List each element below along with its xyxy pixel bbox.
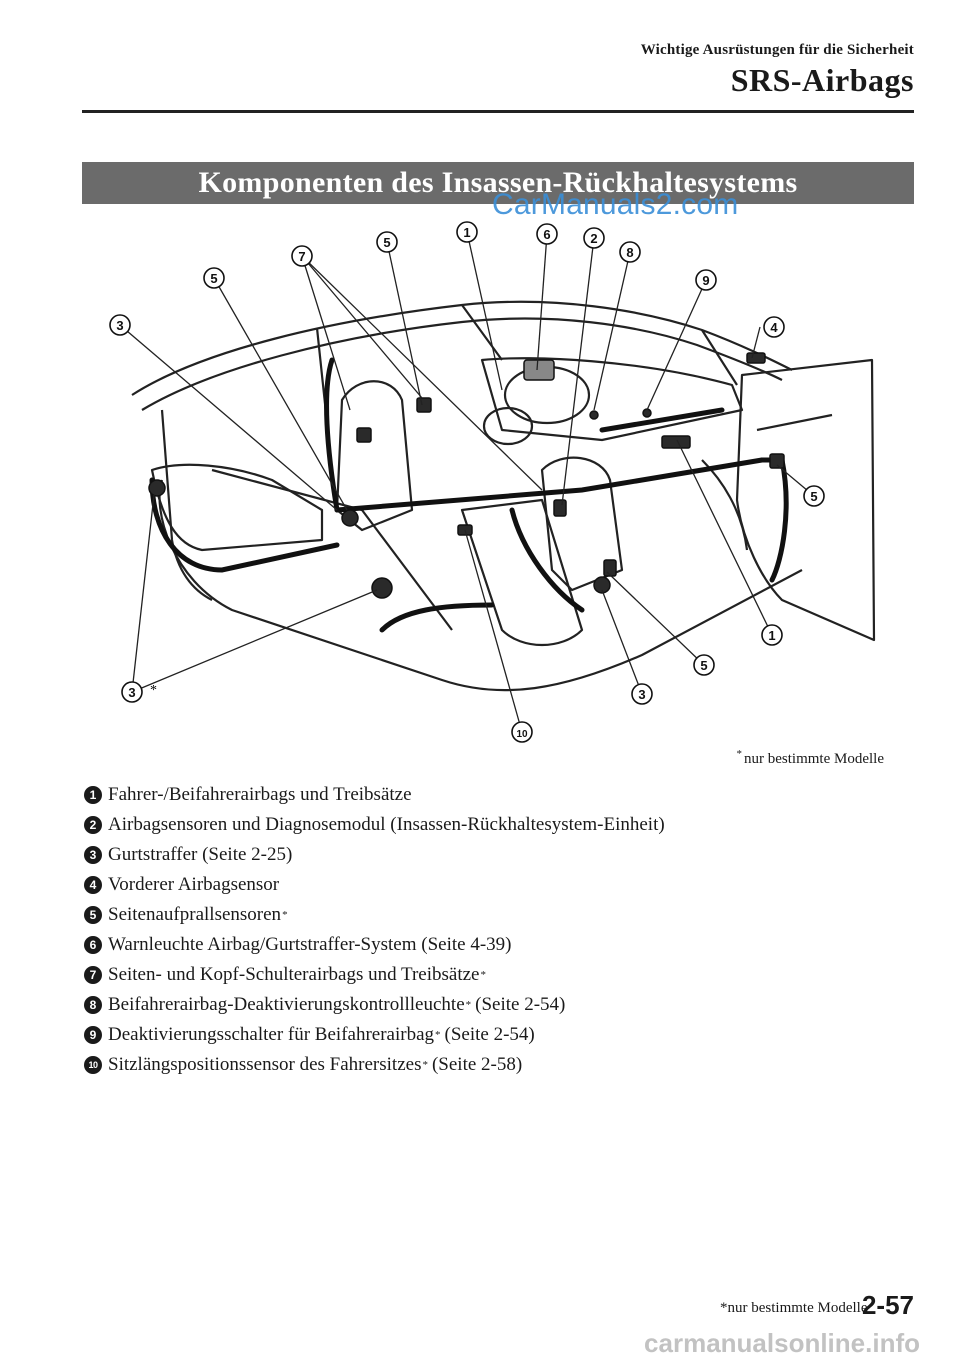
callout-number: 6 <box>543 227 550 242</box>
legend-text: Deaktivierungsschalter für Beifahrerairb… <box>108 1024 434 1046</box>
legend-text: Vorderer Airbagsensor <box>108 874 279 896</box>
legend-text: Seitenaufprallsensoren <box>108 904 281 926</box>
footnote-text: nur bestimmte Modelle <box>744 751 884 767</box>
legend-item: 4 Vorderer Airbagsensor <box>84 870 669 900</box>
callout-number: 4 <box>770 320 778 335</box>
optional-asterisk: * <box>150 683 157 698</box>
legend-text: Sitzlängspositionssensor des Fahrersitze… <box>108 1054 421 1076</box>
legend-item: 7 Seiten- und Kopf-Schulterairbags und Tr… <box>84 960 669 990</box>
component-legend: 1 Fahrer-/Beifahrerairbags und Treibsätze… <box>84 780 669 1080</box>
callout-1: 1 <box>457 222 477 242</box>
wiring-harness <box>152 360 786 630</box>
legend-text: Gurtstraffer (Seite 2-25) <box>108 844 292 866</box>
car-airbag-diagram: 3 5 7 5 1 6 2 8 9 4 5 1 5 3 10 3 * <box>82 210 914 750</box>
airbag-components <box>149 353 784 598</box>
legend-item: 2 Airbagsensoren und Diagnosemodul (Insas… <box>84 810 669 840</box>
legend-text: Seiten- und Kopf-Schulterairbags und Tre… <box>108 964 479 986</box>
number-badge: 5 <box>84 906 102 924</box>
callout-7: 7 <box>292 246 312 266</box>
legend-page-ref: (Seite 2-58) <box>432 1054 522 1076</box>
callout-number: 1 <box>463 225 470 240</box>
callout-2: 2 <box>584 228 604 248</box>
legend-item: 10 Sitzlängspositionssensor des Fahrersit… <box>84 1050 669 1080</box>
legend-item: 8 Beifahrerairbag-Deaktivierungskontrolll… <box>84 990 669 1020</box>
callout-5: 5 <box>204 268 224 288</box>
callout-3: 3 <box>110 315 130 335</box>
chapter-subtitle: Wichtige Ausrüstungen für die Sicherheit <box>641 42 914 59</box>
callout-9: 9 <box>696 270 716 290</box>
page-number: 2-57 <box>862 1290 914 1321</box>
legend-text: Fahrer-/Beifahrerairbags und Treibsätze <box>108 784 412 806</box>
callout-number: 2 <box>590 231 597 246</box>
callout-number: 5 <box>810 489 817 504</box>
footnote-star: * <box>737 748 743 760</box>
legend-text: Airbagsensoren und Diagnosemodul (Insass… <box>108 814 665 836</box>
callout-number: 5 <box>383 235 390 250</box>
legend-page-ref: (Seite 2-54) <box>475 994 565 1016</box>
header-divider <box>82 110 914 113</box>
legend-item: 1 Fahrer-/Beifahrerairbags und Treibsätze <box>84 780 669 810</box>
callout-group: 3 5 7 5 1 6 2 8 9 4 5 1 5 3 10 3 * <box>110 222 824 742</box>
callout-number: 7 <box>298 249 305 264</box>
callout-10: 10 <box>512 722 532 742</box>
legend-text: Beifahrerairbag-Deaktivierungskontrollle… <box>108 994 465 1016</box>
chapter-title: SRS-Airbags <box>731 62 914 99</box>
number-badge: 2 <box>84 816 102 834</box>
number-badge: 10 <box>84 1056 102 1074</box>
callout-5: 5 <box>804 486 824 506</box>
callout-3: 3 <box>632 684 652 704</box>
callout-number: 10 <box>516 729 528 740</box>
callout-6: 6 <box>537 224 557 244</box>
legend-item: 9 Deaktivierungsschalter für Beifahrerair… <box>84 1020 669 1050</box>
callout-number: 3 <box>116 318 123 333</box>
legend-item: 6 Warnleuchte Airbag/Gurtstraffer-System … <box>84 930 669 960</box>
callout-number: 9 <box>702 273 709 288</box>
callout-number: 3 <box>128 685 135 700</box>
callout-number: 3 <box>638 687 645 702</box>
callout-5: 5 <box>377 232 397 252</box>
callout-8: 8 <box>620 242 640 262</box>
legend-page-ref: (Seite 2-54) <box>445 1024 535 1046</box>
number-badge: 3 <box>84 846 102 864</box>
callout-1: 1 <box>762 625 782 645</box>
callout-number: 1 <box>768 628 775 643</box>
legend-item: 3 Gurtstraffer (Seite 2-25) <box>84 840 669 870</box>
diagram-footnote: *nur bestimmte Modelle <box>737 748 884 768</box>
number-badge: 7 <box>84 966 102 984</box>
callout-number: 5 <box>210 271 217 286</box>
number-badge: 1 <box>84 786 102 804</box>
callout-number: 5 <box>700 658 707 673</box>
number-badge: 8 <box>84 996 102 1014</box>
number-badge: 4 <box>84 876 102 894</box>
callout-3: 3 <box>122 682 142 702</box>
callout-number: 8 <box>626 245 633 260</box>
footer-watermark: carmanualsonline.info <box>644 1328 920 1359</box>
number-badge: 6 <box>84 936 102 954</box>
callout-5: 5 <box>694 655 714 675</box>
number-badge: 9 <box>84 1026 102 1044</box>
footer-note: *nur bestimmte Modelle <box>720 1300 867 1317</box>
legend-text: Warnleuchte Airbag/Gurtstraffer-System (… <box>108 934 511 956</box>
callout-4: 4 <box>764 317 784 337</box>
